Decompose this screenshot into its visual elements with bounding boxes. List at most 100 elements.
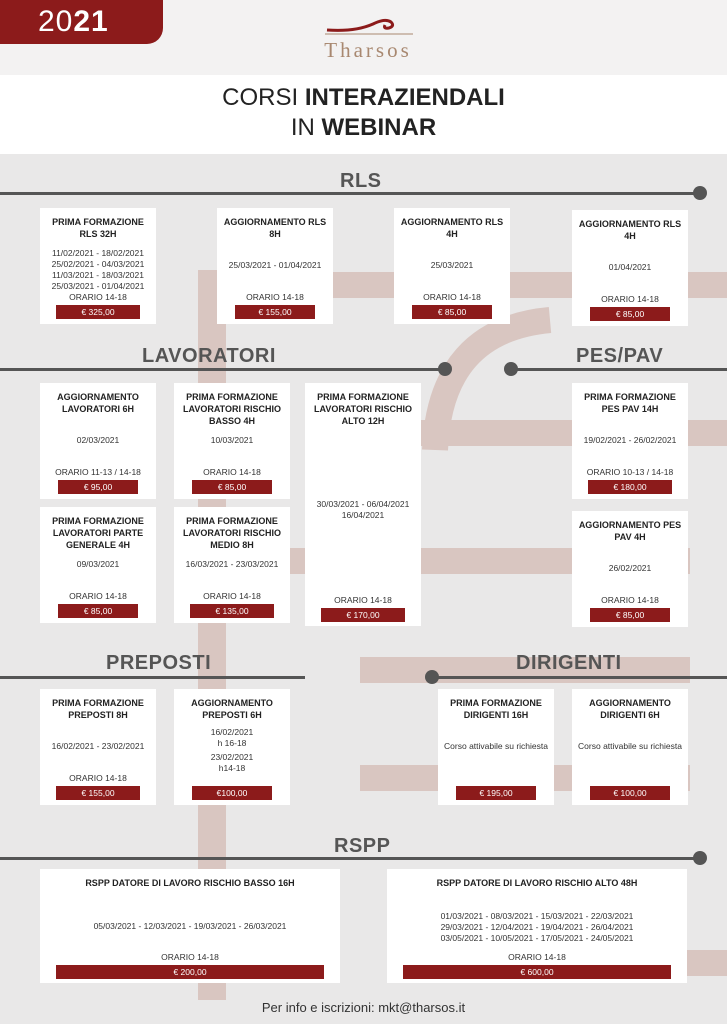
course-title: AGGIORNAMENTO RLS 4H [400,217,504,239]
course-card-lavoratori-rischio-medio: PRIMA FORMAZIONE LAVORATORI RISCHIO MEDI… [174,507,290,623]
course-date: h 16-18 [217,738,247,748]
section-title-dirigenti: DIRIGENTI [516,652,622,674]
course-hours: ORARIO 14-18 [601,595,659,605]
course-title: PRIMA FORMAZIONE DIRIGENTI 16H [450,698,542,720]
course-date: 25/03/2021 - 01/04/2021 [51,281,145,291]
price-badge: €100,00 [192,786,272,800]
section-line-lavoratori [0,368,445,371]
course-hours: ORARIO 14-18 [203,591,261,601]
course-date: 05/03/2021 - 12/03/2021 - 19/03/2021 - 2… [93,921,287,931]
course-card-rls-8h: AGGIORNAMENTO RLS 8H 25/03/2021 - 01/04/… [217,208,333,324]
brand-name: Tharsos [324,38,412,62]
price-badge: € 85,00 [192,480,272,494]
price-badge: € 155,00 [235,305,315,319]
price-badge: € 85,00 [412,305,492,319]
course-card-lavoratori-rischio-basso: PRIMA FORMAZIONE LAVORATORI RISCHIO BASS… [174,383,290,499]
course-date: 16/02/2021 - 23/02/2021 [51,741,145,751]
section-dot-pespav [504,362,518,376]
section-line-preposti [0,676,305,679]
course-hours: ORARIO 14-18 [334,595,392,605]
course-date: 03/05/2021 - 10/05/2021 - 17/05/2021 - 2… [440,933,634,943]
section-title-lavoratori: LAVORATORI [142,345,276,367]
course-date: 01/03/2021 - 08/03/2021 - 15/03/2021 - 2… [440,911,634,921]
course-title: AGGIORNAMENTO PES PAV 4H [578,520,682,542]
price-badge: € 135,00 [190,604,274,618]
price-badge: € 195,00 [456,786,536,800]
course-card-lavoratori-6h: AGGIORNAMENTO LAVORATORI 6H 02/03/2021 O… [40,383,156,499]
section-dot-rls [693,186,707,200]
course-card-rls-4h-a: AGGIORNAMENTO RLS 4H 25/03/2021 ORARIO 1… [394,208,510,324]
course-card-preposti-8h: PRIMA FORMAZIONE PREPOSTI 8H 16/02/2021 … [40,689,156,805]
price-badge: € 85,00 [590,608,670,622]
price-badge: € 180,00 [588,480,672,494]
course-title: AGGIORNAMENTO LAVORATORI 6H [57,392,139,414]
course-title: RSPP DATORE DI LAVORO RISCHIO ALTO 48H [436,878,638,888]
course-date: 30/03/2021 - 06/04/2021 [316,499,410,509]
section-line-pespav [512,368,727,371]
course-hours: ORARIO 11-13 / 14-18 [55,467,141,477]
price-badge: € 325,00 [56,305,140,319]
course-hours: ORARIO 14-18 [423,292,481,302]
course-date: 26/02/2021 [608,563,652,573]
section-dot-dirigenti [425,670,439,684]
tharsos-logo-mark [325,18,413,35]
course-date: 09/03/2021 [76,559,120,569]
page-title: CORSI INTERAZIENDALI IN WEBINAR [0,75,727,154]
course-card-pes-pav-14h: PRIMA FORMAZIONE PES PAV 14H 19/02/2021 … [572,383,688,499]
course-dates: 01/03/2021 - 08/03/2021 - 15/03/2021 - 2… [387,911,687,944]
year-badge: 2021 [0,0,163,44]
course-date: h14-18 [218,763,246,773]
price-badge: € 170,00 [321,608,405,622]
course-dates: 16/02/2021 h 16-18 23/02/2021 h14-18 [174,727,290,774]
section-dot-lavoratori [438,362,452,376]
course-date: 11/02/2021 - 18/02/2021 [51,248,144,258]
footer-contact: Per info e iscrizioni: mkt@tharsos.it [261,1000,466,1015]
course-hours: ORARIO 14-18 [69,292,127,302]
section-line-rls [0,192,700,195]
course-date: 25/03/2021 - 01/04/2021 [228,260,322,270]
course-card-rspp-rischio-basso: RSPP DATORE DI LAVORO RISCHIO BASSO 16H … [40,869,340,983]
decor-arc [422,307,552,451]
section-line-dirigenti [432,676,727,679]
course-date: 29/03/2021 - 12/04/2021 - 19/04/2021 - 2… [440,922,634,932]
course-hours: ORARIO 14-18 [246,292,304,302]
course-card-rspp-rischio-alto: RSPP DATORE DI LAVORO RISCHIO ALTO 48H 0… [387,869,687,983]
course-hours: ORARIO 14-18 [601,294,659,304]
price-badge: € 200,00 [56,965,324,979]
course-card-pes-pav-4h: AGGIORNAMENTO PES PAV 4H 26/02/2021 ORAR… [572,511,688,627]
course-card-preposti-6h: AGGIORNAMENTO PREPOSTI 6H 16/02/2021 h 1… [174,689,290,805]
course-date: 10/03/2021 [210,435,254,445]
course-card-lavoratori-parte-generale: PRIMA FORMAZIONE LAVORATORI PARTE GENERA… [40,507,156,623]
course-dates: 11/02/2021 - 18/02/2021 25/02/2021 - 04/… [40,248,156,292]
course-title: AGGIORNAMENTO DIRIGENTI 6H [589,698,671,720]
section-title-pespav: PES/PAV [576,345,664,367]
course-hours: ORARIO 14-18 [203,467,261,477]
section-title-preposti: PREPOSTI [106,652,212,674]
course-date: 02/03/2021 [76,435,120,445]
course-hours: ORARIO 14-18 [508,952,566,962]
course-title: RSPP DATORE DI LAVORO RISCHIO BASSO 16H [85,878,295,888]
course-date: Corso attivabile su richiesta [578,741,682,751]
course-hours: ORARIO 10-13 / 14-18 [586,467,674,477]
course-date: 16/02/2021 [210,727,254,737]
course-card-dirigenti-6h: AGGIORNAMENTO DIRIGENTI 6H Corso attivab… [572,689,688,805]
course-title: PRIMA FORMAZIONE RLS 32H [52,217,144,239]
course-date: Corso attivabile su richiesta [444,741,548,751]
price-badge: € 85,00 [58,604,138,618]
course-date: 19/02/2021 - 26/02/2021 [583,435,677,445]
course-date: 23/02/2021 [210,752,254,762]
course-card-rls-4h-b: AGGIORNAMENTO RLS 4H 01/04/2021 ORARIO 1… [572,210,688,326]
course-date: 11/03/2021 - 18/03/2021 [51,270,144,280]
course-title: PRIMA FORMAZIONE LAVORATORI RISCHIO ALTO… [313,392,412,426]
course-date: 25/02/2021 - 04/03/2021 [51,259,145,269]
course-hours: ORARIO 14-18 [69,591,127,601]
course-title: PRIMA FORMAZIONE LAVORATORI RISCHIO MEDI… [182,516,281,550]
price-badge: € 100,00 [590,786,670,800]
course-date: 16/04/2021 [341,510,385,520]
course-dates: 30/03/2021 - 06/04/2021 16/04/2021 [305,499,421,521]
course-hours: ORARIO 14-18 [161,952,219,962]
course-date: 16/03/2021 - 23/03/2021 [185,559,279,569]
course-date: 01/04/2021 [608,262,652,272]
course-hours: ORARIO 14-18 [69,773,127,783]
course-card-dirigenti-16h: PRIMA FORMAZIONE DIRIGENTI 16H Corso att… [438,689,554,805]
